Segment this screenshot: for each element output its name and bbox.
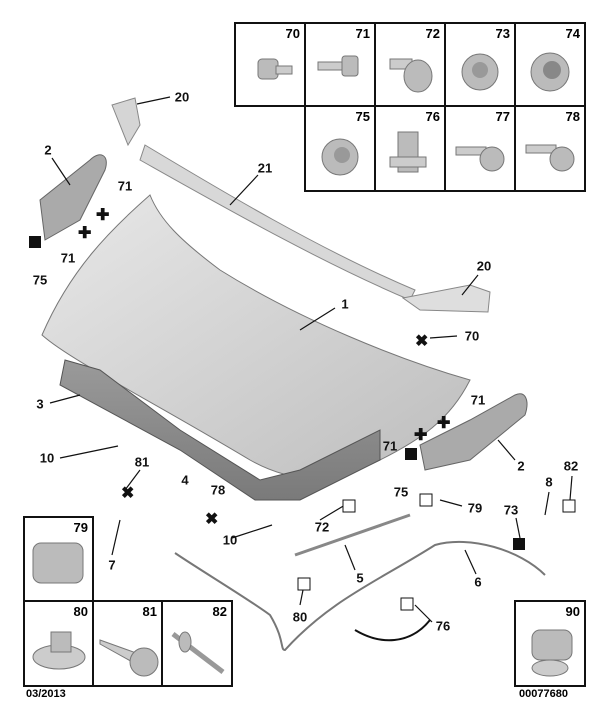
callout-75: 75 (393, 484, 409, 500)
callout-4: 4 (181, 472, 189, 488)
hood-inner-frame (59, 359, 381, 501)
callout-71: 71 (470, 392, 486, 408)
callout-72: 72 (314, 519, 330, 535)
callout-76: 76 (435, 618, 451, 634)
screw-icon (525, 144, 575, 172)
svg-text:✚: ✚ (414, 427, 427, 444)
callout-8: 8 (545, 474, 553, 490)
callout-71: 71 (60, 250, 76, 266)
trim-left (111, 97, 141, 147)
trim-right (401, 284, 491, 313)
callout-21: 21 (257, 160, 273, 176)
svg-text:✖: ✖ (121, 485, 134, 502)
nut-75-right (405, 448, 417, 460)
part-box-79: 79 (23, 516, 94, 602)
rod-5 (294, 513, 411, 557)
svg-text:✚: ✚ (437, 415, 450, 432)
clip-icon (389, 131, 427, 173)
part-box-73: 73 (444, 22, 516, 107)
callout-81: 81 (134, 454, 150, 470)
screw-icon (317, 55, 359, 77)
hinge-left (39, 154, 107, 241)
rivet-icon (171, 631, 225, 674)
callout-82: 82 (563, 458, 579, 474)
push-clip-icon (389, 58, 433, 93)
part-box-81: 81 (92, 600, 163, 687)
part-box-75: 75 (304, 105, 376, 192)
flange-nut-icon (461, 53, 499, 91)
svg-text:✖: ✖ (205, 511, 218, 528)
callout-78: 78 (210, 482, 226, 498)
callout-20: 20 (476, 258, 492, 274)
callout-2: 2 (517, 458, 525, 474)
callout-73: 73 (503, 502, 519, 518)
part-box-74: 74 (514, 22, 586, 107)
clip-icon (32, 631, 86, 670)
callout-80: 80 (292, 609, 308, 625)
callout-71: 71 (382, 438, 398, 454)
diagram-date: 03/2013 (26, 688, 66, 700)
part-box-77: 77 (444, 105, 516, 192)
screw-icon (99, 639, 159, 677)
callout-5: 5 (356, 570, 364, 586)
svg-text:✚: ✚ (78, 225, 91, 242)
clip-icon (32, 542, 84, 584)
flange-nut-icon (321, 138, 359, 176)
clip-icon (531, 629, 573, 677)
hinge-right (419, 393, 528, 471)
diagram-reference: 00077680 (519, 688, 568, 700)
part-box-80: 80 (23, 600, 94, 687)
callout-71: 71 (117, 178, 133, 194)
callout-10: 10 (39, 450, 55, 466)
bolt-icon (257, 58, 293, 80)
callout-20: 20 (174, 89, 190, 105)
callout-75: 75 (32, 272, 48, 288)
part-box-71: 71 (304, 22, 376, 107)
nut-75-left (29, 236, 41, 248)
part-box-72: 72 (374, 22, 446, 107)
callout-10: 10 (222, 532, 238, 548)
callout-79: 79 (467, 500, 483, 516)
part-box-76: 76 (374, 105, 446, 192)
hood-panel (41, 194, 471, 479)
callout-2: 2 (44, 142, 52, 158)
callout-3: 3 (36, 396, 44, 412)
callout-70: 70 (464, 328, 480, 344)
cable-6 (174, 540, 546, 652)
callout-6: 6 (474, 574, 482, 590)
svg-text:✖: ✖ (415, 333, 428, 350)
part-box-70: 70 (234, 22, 306, 107)
callout-1: 1 (341, 296, 349, 312)
part-box-90: 90 (514, 600, 586, 687)
part-box-78: 78 (514, 105, 586, 192)
nut-icon (530, 52, 570, 92)
part-73 (513, 538, 525, 550)
callout-7: 7 (108, 557, 116, 573)
svg-text:✚: ✚ (96, 207, 109, 224)
part-box-82: 82 (161, 600, 233, 687)
screw-icon (455, 146, 505, 172)
